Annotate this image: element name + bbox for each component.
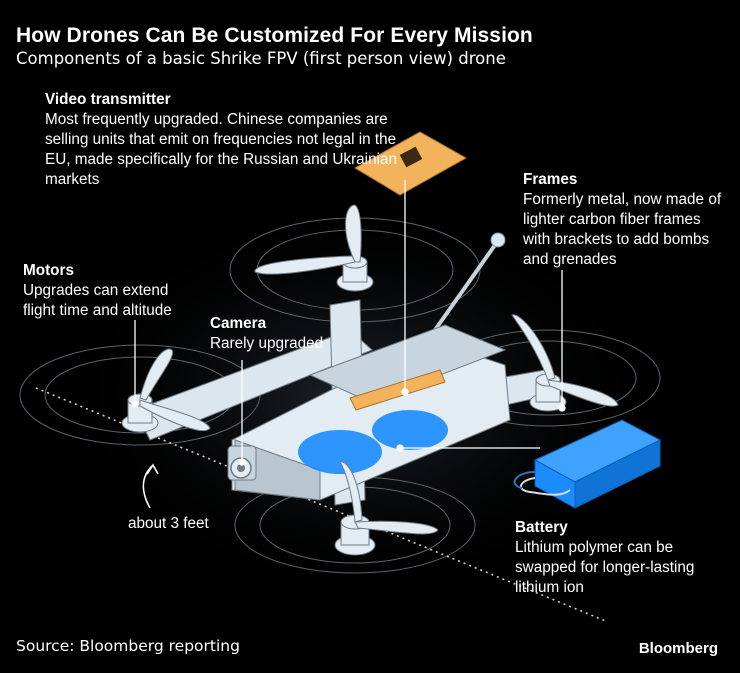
callout-battery: Battery Lithium polymer can be swapped f… <box>515 518 725 598</box>
callout-title: Video transmitter <box>45 91 171 108</box>
brand-logo: Bloomberg <box>638 640 718 657</box>
page-subtitle: Components of a basic Shrike FPV (first … <box>16 49 506 68</box>
callout-text: Lithium polymer can be swapped for longe… <box>515 539 695 596</box>
callout-motors: Motors Upgrades can extend flight time a… <box>23 261 203 321</box>
callout-text: Rarely upgraded <box>210 335 324 352</box>
callout-frames: Frames Formerly metal, now made of light… <box>523 170 728 270</box>
callout-text: Upgrades can extend flight time and alti… <box>23 282 172 319</box>
callout-title: Battery <box>515 519 568 536</box>
motors <box>121 255 567 556</box>
source-note: Source: Bloomberg reporting <box>16 637 240 655</box>
page-title: How Drones Can Be Customized For Every M… <box>16 24 533 47</box>
propellers <box>139 204 619 535</box>
leader-lines <box>131 180 566 466</box>
callout-text: Most frequently upgraded. Chinese compan… <box>45 111 397 188</box>
antenna <box>433 232 506 332</box>
callout-video-transmitter: Video transmitter Most frequently upgrad… <box>45 90 400 190</box>
battery-pack <box>513 419 662 509</box>
callout-title: Frames <box>523 171 578 188</box>
callout-text: Formerly metal, now made of lighter carb… <box>523 191 722 268</box>
battery-bay <box>298 410 448 474</box>
callout-title: Camera <box>210 315 267 332</box>
dimension-label: about 3 feet <box>128 515 209 532</box>
callout-camera: Camera Rarely upgraded <box>210 314 350 354</box>
callout-title: Motors <box>23 262 74 279</box>
video-transmitter-board <box>349 131 468 411</box>
